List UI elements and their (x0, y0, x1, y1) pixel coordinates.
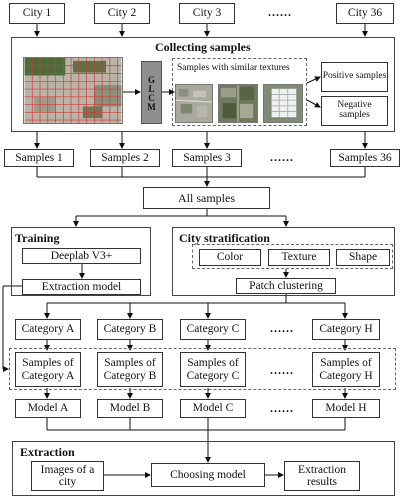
patch-clustering-box: Patch clustering (236, 278, 336, 294)
model-label: Model H (325, 402, 367, 415)
category-samples-ellipsis: ...... (270, 363, 294, 377)
images-of-city-label: Images of a city (40, 463, 95, 488)
samples-category-h-box: Samples of Category H (312, 352, 380, 387)
category-b-box: Category B (97, 319, 163, 340)
satellite-map-image (23, 57, 123, 124)
city-36-box: City 36 (336, 3, 394, 24)
positive-samples-box: Positive samples (321, 62, 388, 92)
all-samples-box: All samples (143, 187, 270, 209)
model-b-box: Model B (97, 399, 163, 418)
samples-36-box: Samples 36 (330, 149, 400, 167)
samples-category-c-box: Samples of Category C (180, 352, 246, 387)
category-label: Category A (21, 323, 75, 336)
training-panel (11, 227, 151, 296)
texture-sample-1-image (175, 84, 213, 123)
negative-samples-box: Negative samples (321, 96, 388, 126)
extraction-model-box: Extraction model (22, 279, 141, 295)
extraction-model-label: Extraction model (41, 280, 122, 293)
color-label: Color (216, 251, 244, 264)
city-ellipsis: ...... (268, 5, 292, 19)
shape-label: Shape (348, 251, 378, 264)
model-label: Model A (27, 402, 69, 415)
city-3-box: City 3 (179, 3, 235, 24)
category-samples-label: Samples of Category H (319, 357, 373, 382)
extraction-results-box: Extraction results (284, 461, 360, 491)
extraction-title: Extraction (20, 445, 75, 459)
city-label: City 1 (22, 7, 52, 20)
extraction-panel (12, 441, 395, 496)
features-group (192, 244, 393, 269)
samples-label: Samples 36 (338, 151, 392, 164)
samples-1-box: Samples 1 (4, 149, 74, 167)
category-h-box: Category H (312, 319, 380, 340)
choosing-model-box: Choosing model (151, 463, 265, 487)
model-c-box: Model C (180, 399, 246, 418)
color-feature-box: Color (199, 249, 261, 266)
samples-category-b-box: Samples of Category B (97, 352, 163, 387)
category-samples-label: Samples of Category C (186, 357, 240, 382)
patch-clustering-label: Patch clustering (249, 279, 323, 292)
city-label: City 2 (107, 7, 137, 20)
extraction-results-label: Extraction results (298, 463, 346, 488)
deeplab-label: Deeplab V3+ (50, 249, 113, 262)
model-ellipsis: ...... (270, 401, 294, 415)
category-ellipsis: ...... (270, 321, 294, 335)
city-stratification-title: City stratification (179, 231, 270, 245)
samples-3-box: Samples 3 (172, 149, 242, 167)
model-label: Model B (109, 402, 151, 415)
model-label: Model C (192, 402, 234, 415)
category-a-box: Category A (15, 319, 81, 340)
texture-label: Texture (281, 251, 317, 264)
city-label: City 36 (347, 7, 383, 20)
texture-sample-3-image (263, 84, 303, 123)
choosing-model-label: Choosing model (170, 468, 246, 481)
collecting-samples-title: Collecting samples (155, 40, 251, 54)
category-samples-label: Samples of Category B (103, 357, 157, 382)
category-samples-group (9, 348, 396, 390)
city-label: City 3 (192, 7, 222, 20)
texture-feature-box: Texture (268, 249, 330, 266)
images-of-city-box: Images of a city (31, 461, 104, 491)
samples-category-a-box: Samples of Category A (15, 352, 81, 387)
samples-label: Samples 3 (183, 151, 231, 164)
glcm-label: GLCM (146, 74, 157, 111)
category-label: Category H (319, 323, 373, 336)
model-a-box: Model A (15, 399, 81, 418)
model-h-box: Model H (312, 399, 380, 418)
all-samples-label: All samples (178, 190, 235, 205)
category-samples-label: Samples of Category A (21, 357, 75, 382)
collecting-samples-panel (11, 37, 395, 132)
samples-2-box: Samples 2 (90, 149, 160, 167)
samples-ellipsis: ...... (270, 150, 294, 164)
similar-textures-label: Samples with similar textures (177, 63, 290, 73)
positive-samples-label: Positive samples (322, 71, 387, 82)
samples-label: Samples 2 (101, 151, 149, 164)
negative-samples-label: Negative samples (337, 100, 372, 120)
category-label: Category B (103, 323, 157, 336)
deeplab-box: Deeplab V3+ (22, 248, 141, 264)
shape-feature-box: Shape (336, 249, 390, 266)
texture-sample-2-image (218, 84, 258, 123)
city-1-box: City 1 (9, 3, 65, 24)
samples-label: Samples 1 (15, 151, 63, 164)
category-c-box: Category C (180, 319, 246, 340)
city-2-box: City 2 (94, 3, 150, 24)
similar-textures-group (172, 58, 307, 126)
glcm-block: GLCM (141, 61, 162, 124)
training-title: Training (15, 231, 60, 245)
city-stratification-panel (172, 227, 395, 296)
category-label: Category C (186, 323, 240, 336)
